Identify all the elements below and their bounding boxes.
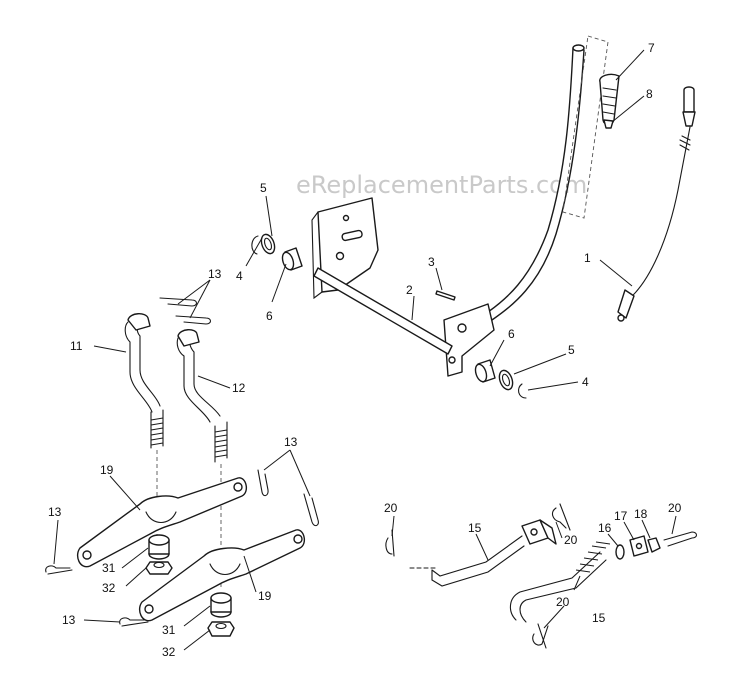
part-labels: 5 4 6 3 2 6 5 4 7 8 1 13 11 12 13 19 19 … [48, 41, 682, 659]
label-13-bottom: 13 [62, 613, 76, 627]
label-4: 4 [236, 269, 243, 283]
hairpin-20-bottom [532, 623, 549, 649]
hairpin-clip-mid [257, 469, 319, 527]
hairpin-20-right [663, 531, 698, 547]
label-15-upper: 15 [468, 521, 482, 535]
hairpin-clip-top [159, 297, 212, 325]
label-5: 5 [260, 181, 267, 195]
phantom-outline [562, 35, 609, 219]
label-13-lower: 13 [48, 505, 62, 519]
hairpin-20-left [385, 529, 395, 557]
bushing-31-lower [210, 592, 232, 618]
label-2: 2 [406, 283, 413, 297]
label-7: 7 [648, 41, 655, 55]
nut-32-lower [207, 621, 235, 637]
label-20-bottom: 20 [556, 595, 570, 609]
label-16: 16 [598, 521, 612, 535]
nut-18 [647, 537, 661, 553]
lift-arm-upper [76, 477, 248, 568]
watermark-text: eReplacementParts.com [296, 171, 587, 199]
lift-link-right [176, 329, 228, 463]
handle-ferrule [603, 119, 614, 129]
hairpin-clip-lower [45, 565, 73, 575]
label-20-mid: 20 [564, 533, 578, 547]
label-11: 11 [70, 339, 83, 353]
label-17: 17 [614, 509, 628, 523]
adjust-rod-lower [509, 541, 611, 623]
label-8: 8 [646, 87, 653, 101]
label-12: 12 [232, 381, 246, 395]
lift-link-left [124, 313, 164, 449]
label-15-lower: 15 [592, 611, 606, 625]
e-clip-right [517, 383, 527, 399]
control-rod [617, 86, 696, 322]
handle-grip [599, 73, 620, 126]
label-4-right: 4 [582, 375, 589, 389]
e-clip-left [251, 235, 259, 255]
spring-washer-left [260, 233, 276, 255]
label-1: 1 [584, 251, 591, 265]
label-31-upper: 31 [102, 561, 116, 575]
pin [435, 290, 456, 301]
leader-lines [53, 49, 677, 651]
label-3: 3 [428, 255, 435, 269]
bushing-31-upper [148, 534, 170, 560]
nut-32-upper [145, 561, 173, 575]
label-13-mid: 13 [284, 435, 298, 449]
bushing-left [281, 247, 303, 271]
label-31-lower: 31 [162, 623, 176, 637]
label-18: 18 [634, 507, 648, 521]
hairpin-20-mid [551, 503, 571, 531]
label-19-upper: 19 [100, 463, 114, 477]
label-20-right: 20 [668, 501, 682, 515]
label-32-upper: 32 [102, 581, 116, 595]
label-13-top: 13 [208, 267, 222, 281]
label-5-right: 5 [568, 343, 575, 357]
mounting-plate [311, 197, 379, 300]
label-6-right: 6 [508, 327, 515, 341]
label-20-left: 20 [384, 501, 398, 515]
lift-arm-lower [138, 529, 306, 622]
trunnion-17 [629, 535, 649, 557]
spring-washer-right [498, 369, 514, 391]
label-32-lower: 32 [162, 645, 176, 659]
adjust-rod-upper [409, 535, 525, 587]
trunnion-block [521, 519, 557, 545]
label-19-lower: 19 [258, 589, 272, 603]
washer-16 [615, 544, 625, 560]
label-6: 6 [266, 309, 273, 323]
lift-shaft [313, 267, 453, 355]
lift-handle [443, 44, 585, 377]
